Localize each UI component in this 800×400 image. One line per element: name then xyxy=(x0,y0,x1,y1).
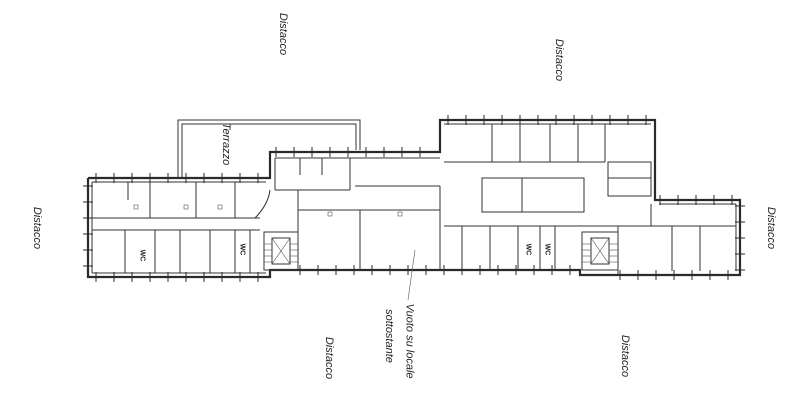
window-ticks xyxy=(83,115,745,282)
label-distacco-bottom-center: Distacco xyxy=(323,336,336,380)
right-stair xyxy=(581,231,619,271)
central-walls xyxy=(274,157,441,301)
label-wc-3: WC xyxy=(524,243,532,256)
left-wing-walls xyxy=(92,182,271,273)
left-stair xyxy=(263,231,299,271)
label-vuoto-line2: sottostante xyxy=(382,309,395,363)
label-distacco-left: Distacco xyxy=(31,206,44,250)
label-vuoto-line1: Vuoto su locale xyxy=(403,303,416,379)
label-distacco-top-right: Distacco xyxy=(553,38,566,82)
terrace-outline xyxy=(177,119,361,178)
label-distacco-bottom-right: Distacco xyxy=(619,334,632,378)
label-terrazzo: Terrazzo xyxy=(220,122,233,166)
label-distacco-right: Distacco xyxy=(765,206,778,250)
right-block-walls xyxy=(444,124,736,275)
label-wc-1: WC xyxy=(138,249,146,262)
label-wc-2: WC xyxy=(238,243,246,256)
outer-walls xyxy=(86,118,742,279)
label-wc-4: WC xyxy=(543,243,551,256)
label-distacco-top-left: Distacco xyxy=(277,12,290,56)
